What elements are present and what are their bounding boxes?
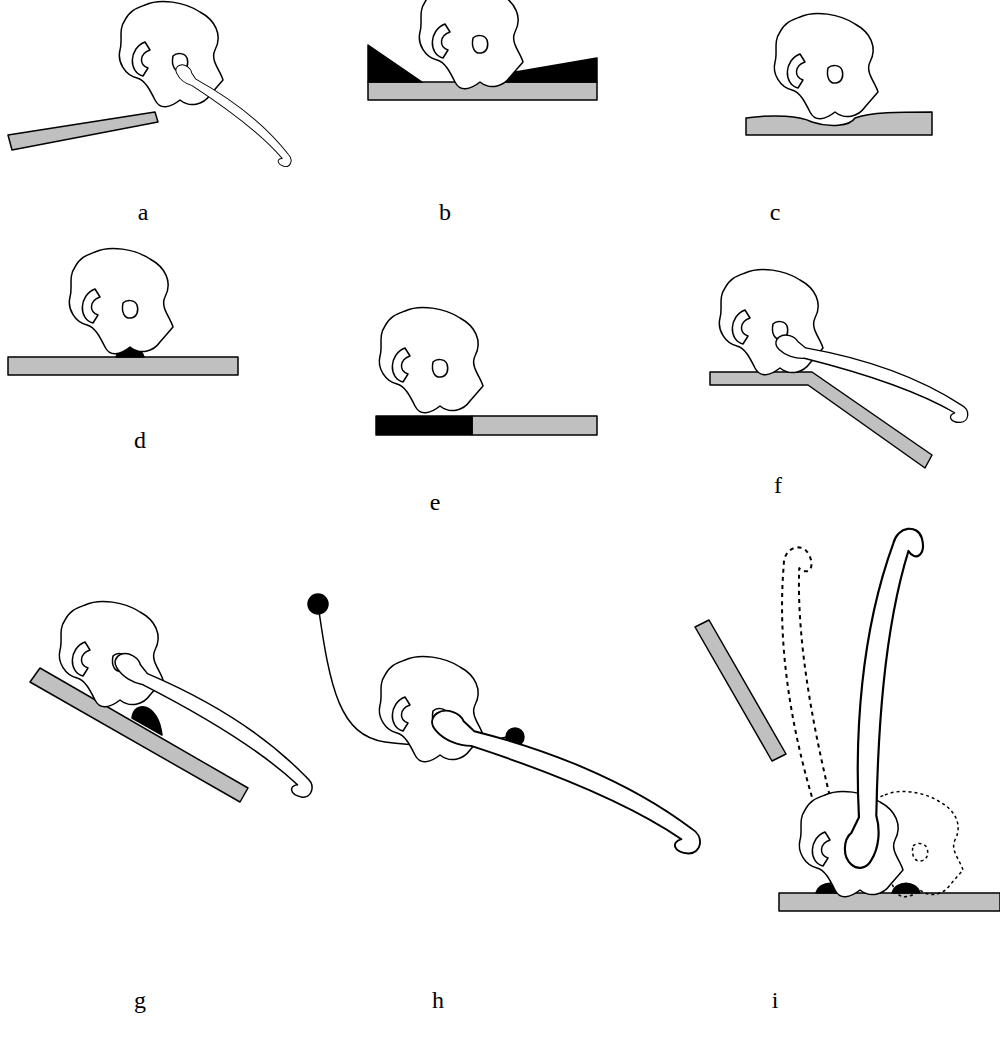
plate — [746, 112, 932, 135]
bump — [132, 707, 162, 735]
panel-letter: a — [138, 200, 149, 224]
plate — [368, 82, 597, 100]
femur — [818, 528, 951, 869]
femur — [768, 334, 975, 424]
pelvis — [59, 601, 163, 706]
pelvis — [69, 248, 173, 353]
plate — [472, 416, 597, 435]
panel-letter: d — [134, 428, 146, 452]
panel-letter: f — [774, 473, 782, 497]
plate-dark — [376, 416, 472, 435]
pulley — [308, 594, 328, 614]
panel-letter: c — [770, 200, 781, 224]
femur — [159, 62, 309, 168]
plate — [8, 112, 158, 150]
panel-letter: i — [772, 988, 779, 1012]
wedge — [368, 45, 422, 82]
ghost-position — [714, 544, 963, 897]
femur — [416, 708, 716, 856]
panel-letter: h — [432, 988, 444, 1012]
panel-letter: g — [134, 988, 146, 1012]
plate — [695, 620, 786, 761]
plate — [779, 893, 1000, 911]
pelvis — [379, 307, 483, 412]
pelvis — [774, 13, 878, 118]
panel-letter: b — [439, 200, 451, 224]
panel-letter: e — [430, 490, 441, 514]
plate — [8, 357, 238, 375]
femur — [93, 650, 334, 800]
pelvis — [419, 0, 523, 89]
